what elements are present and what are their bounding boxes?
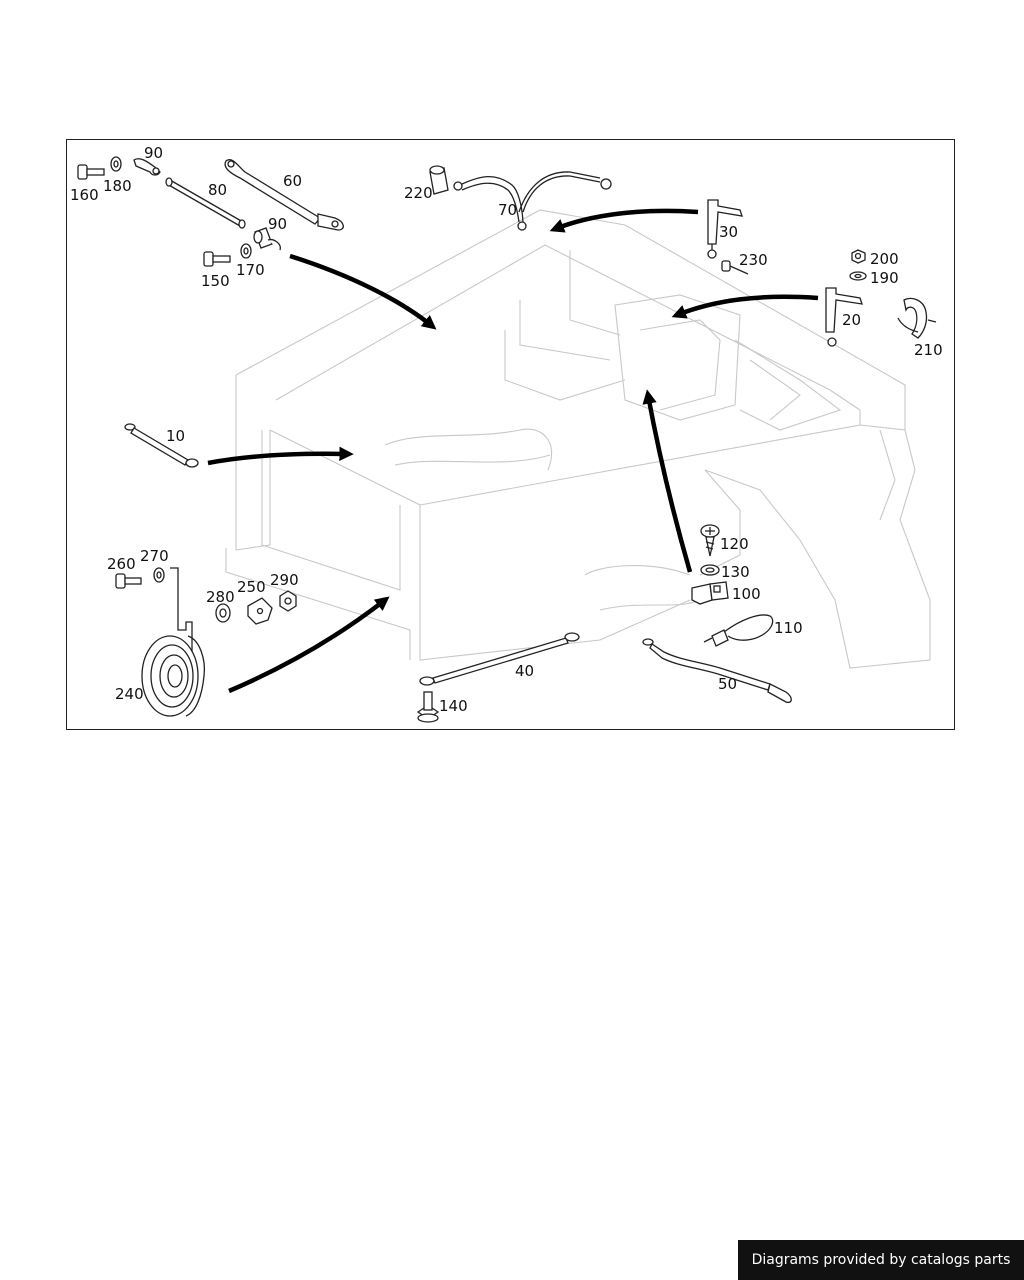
washer-icon[interactable] bbox=[215, 603, 231, 623]
arrow-icon bbox=[228, 596, 390, 694]
bolt-icon[interactable] bbox=[700, 524, 720, 557]
assembly-arrows bbox=[207, 208, 819, 694]
callout-270: 270 bbox=[140, 547, 169, 565]
callout-170: 170 bbox=[236, 261, 265, 279]
callout-90-mid: 90 bbox=[268, 215, 287, 233]
callout-260: 260 bbox=[107, 555, 136, 573]
callout-100: 100 bbox=[732, 585, 761, 603]
callout-240: 240 bbox=[115, 685, 144, 703]
ground-strap-icon[interactable] bbox=[165, 177, 246, 229]
arrow-icon bbox=[289, 253, 437, 330]
footer-credit-text: Diagrams provided by catalogs parts bbox=[751, 1252, 1011, 1268]
vehicle-body-outline bbox=[225, 209, 931, 669]
callout-30: 30 bbox=[719, 223, 738, 241]
nut-icon[interactable] bbox=[279, 590, 297, 612]
callout-20: 20 bbox=[842, 311, 861, 329]
callout-130: 130 bbox=[721, 563, 750, 581]
clip-icon[interactable] bbox=[825, 287, 863, 347]
arrow-icon bbox=[549, 208, 699, 233]
callout-230: 230 bbox=[739, 251, 768, 269]
clip-icon[interactable] bbox=[707, 199, 743, 259]
callout-210: 210 bbox=[914, 341, 943, 359]
callout-140: 140 bbox=[439, 697, 468, 715]
washer-icon[interactable] bbox=[153, 567, 165, 583]
arrow-icon bbox=[642, 389, 693, 573]
callout-290: 290 bbox=[270, 571, 299, 589]
cable-tie-icon[interactable] bbox=[703, 614, 774, 647]
callout-40: 40 bbox=[515, 662, 534, 680]
callout-190: 190 bbox=[870, 269, 899, 287]
arrow-icon bbox=[671, 294, 819, 319]
bolt-icon[interactable] bbox=[721, 260, 749, 275]
arrow-icon bbox=[207, 446, 354, 466]
bolt-icon[interactable] bbox=[77, 164, 105, 180]
washer-icon[interactable] bbox=[110, 156, 122, 172]
callout-150: 150 bbox=[201, 272, 230, 290]
bolt-icon[interactable] bbox=[203, 251, 231, 267]
washer-icon[interactable] bbox=[849, 271, 867, 281]
callout-200: 200 bbox=[870, 250, 899, 268]
ground-strap-icon[interactable] bbox=[224, 159, 344, 231]
callout-110: 110 bbox=[774, 619, 803, 637]
washer-icon[interactable] bbox=[429, 165, 449, 195]
callout-280: 280 bbox=[206, 588, 235, 606]
nut-icon[interactable] bbox=[247, 597, 273, 625]
callout-220: 220 bbox=[404, 184, 433, 202]
callout-80: 80 bbox=[208, 181, 227, 199]
ground-strap-icon[interactable] bbox=[124, 423, 199, 468]
horn-icon[interactable] bbox=[141, 635, 206, 717]
ground-strap-icon[interactable] bbox=[642, 638, 792, 704]
callout-50: 50 bbox=[718, 675, 737, 693]
ground-strap-icon[interactable] bbox=[419, 632, 580, 686]
clip-icon[interactable] bbox=[253, 227, 281, 251]
callout-70: 70 bbox=[498, 201, 517, 219]
ground-strap-icon[interactable] bbox=[453, 171, 612, 231]
bolt-icon[interactable] bbox=[416, 691, 440, 723]
nut-icon[interactable] bbox=[851, 249, 866, 264]
callout-120: 120 bbox=[720, 535, 749, 553]
clip-icon[interactable] bbox=[691, 581, 729, 605]
footer-credit-banner: Diagrams provided by catalogs parts bbox=[738, 1240, 1024, 1280]
washer-icon[interactable] bbox=[240, 243, 252, 259]
callout-60: 60 bbox=[283, 172, 302, 190]
clip-icon[interactable] bbox=[133, 158, 161, 176]
callout-10: 10 bbox=[166, 427, 185, 445]
callout-160: 160 bbox=[70, 186, 99, 204]
washer-icon[interactable] bbox=[700, 564, 720, 576]
callout-labels: 10 20 30 40 50 60 70 80 90 90 100 110 12… bbox=[70, 144, 943, 715]
callout-180: 180 bbox=[103, 177, 132, 195]
bolt-icon[interactable] bbox=[115, 573, 142, 589]
clip-icon[interactable] bbox=[897, 297, 937, 339]
callout-250: 250 bbox=[237, 578, 266, 596]
callout-90-top: 90 bbox=[144, 144, 163, 162]
